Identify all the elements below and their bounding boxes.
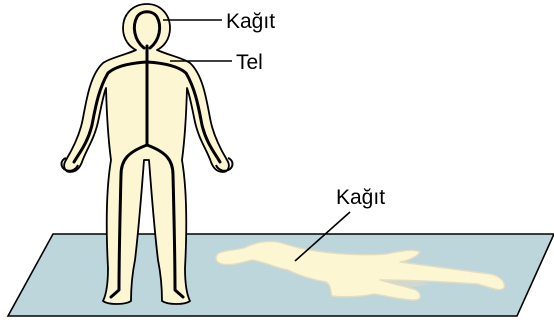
label-wire: Tel [236,51,263,74]
label-paper-lying: Kağıt [336,186,385,209]
label-paper-top: Kağıt [226,10,275,33]
